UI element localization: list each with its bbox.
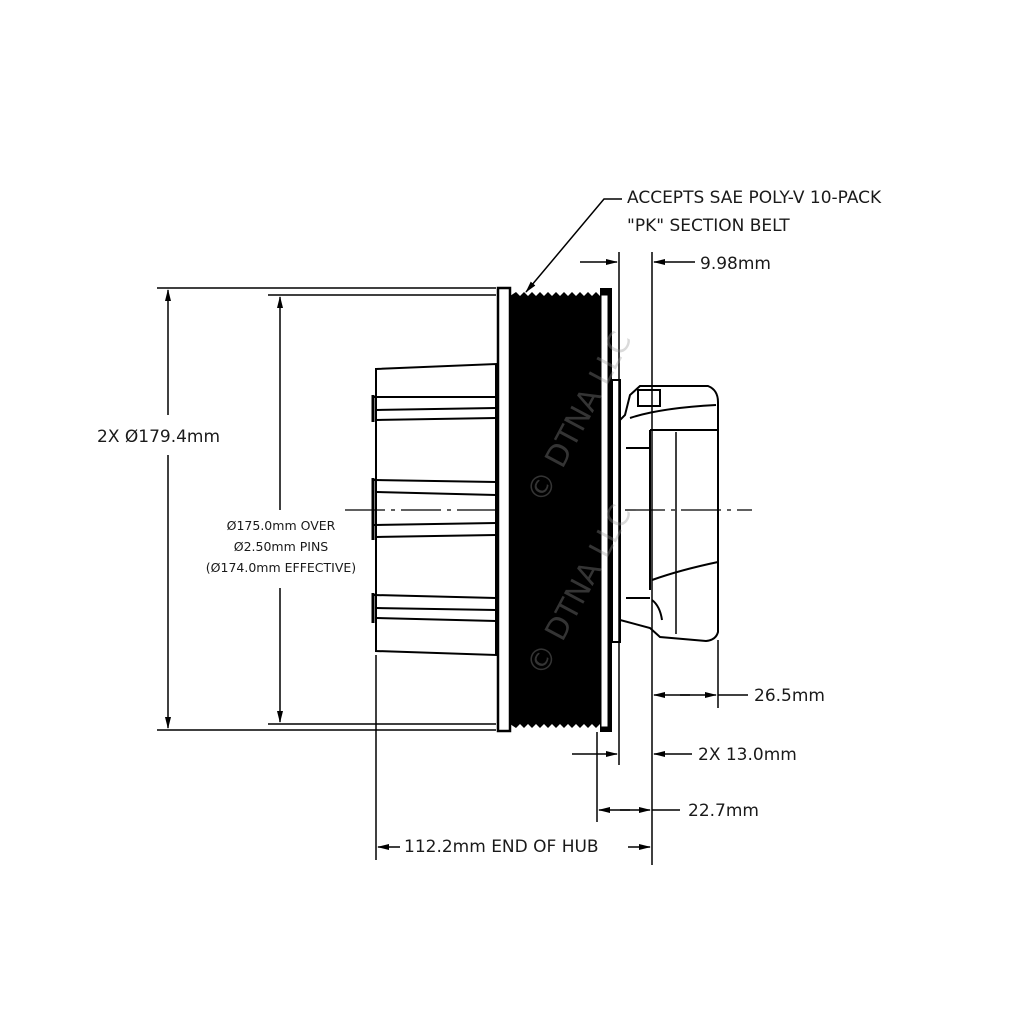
dimension-lines [157,198,748,865]
callout-line-2: "PK" SECTION BELT [627,216,790,236]
dim-groove-width: 9.98mm [700,254,771,274]
dim-end-of-hub: 112.2mm END OF HUB [404,837,599,857]
dim-pin-line-3: (Ø174.0mm EFFECTIVE) [205,560,357,575]
nose-cap [619,385,719,643]
dim-pin-diameter: Ø175.0mm OVER Ø2.50mm PINS (Ø174.0mm EFF… [186,515,376,578]
pulley-flange-left [496,286,512,733]
dim-offset: 22.7mm [688,801,759,821]
dim-pin-line-1: Ø175.0mm OVER [226,518,336,533]
dim-hub-extension: 26.5mm [754,686,825,706]
dim-flange-width: 2X 13.0mm [698,745,797,765]
dim-outer-diameter: 2X Ø179.4mm [97,427,221,447]
pulley-grooves [510,288,612,732]
callout-line-1: ACCEPTS SAE POLY-V 10-PACK [627,188,882,208]
dim-pin-line-2: Ø2.50mm PINS [233,539,329,554]
